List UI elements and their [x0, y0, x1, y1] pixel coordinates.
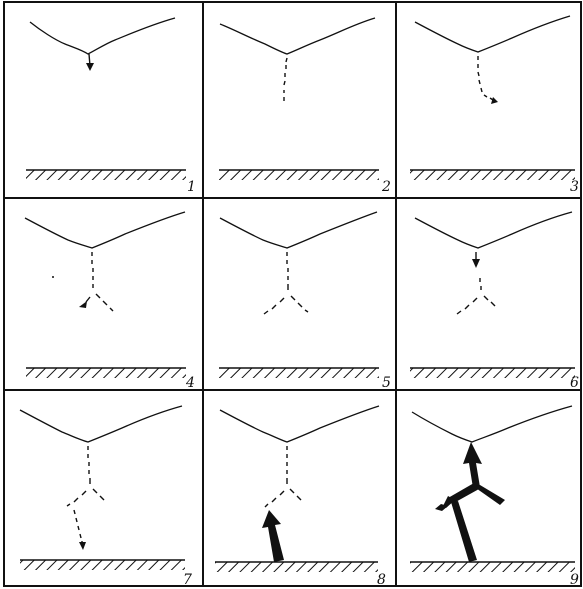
leader-path [86, 53, 94, 71]
leader-tip [472, 259, 480, 268]
cloud-base [219, 17, 376, 55]
ground-hatch [410, 562, 575, 572]
panel-8: 8 [215, 405, 386, 588]
return-stroke [435, 442, 505, 562]
panel-3: 3 [410, 15, 579, 195]
figure-frame [3, 1, 582, 587]
ground-hatch [410, 368, 575, 378]
cloud-base [219, 211, 378, 249]
leader-path [264, 446, 302, 508]
ground-hatch [219, 368, 379, 378]
panel-number-9: 9 [570, 572, 579, 588]
return-stroke [262, 510, 284, 562]
panel-4: 4 [24, 211, 195, 391]
panel-1: 1 [26, 17, 196, 195]
cloud-base [29, 17, 176, 55]
leader-path [85, 252, 114, 312]
leader-path [477, 56, 494, 101]
panel-number-1: 1 [187, 179, 196, 195]
panel-number-4: 4 [185, 375, 195, 391]
cloud-base [24, 211, 186, 249]
ground-hatch [219, 170, 379, 180]
leader-tip [79, 542, 86, 550]
cloud-base [414, 15, 571, 53]
ground-hatch [215, 562, 378, 572]
panel-7: 7 [19, 405, 192, 588]
leader-tip [79, 301, 87, 308]
panel-2: 2 [219, 17, 391, 195]
ground-hatch [26, 368, 186, 378]
cloud-base [414, 211, 573, 249]
panel-9: 9 [410, 405, 579, 588]
panel-number-6: 6 [570, 375, 579, 391]
panel-5: 5 [219, 211, 391, 391]
ground-hatch [26, 170, 186, 180]
cloud-base [219, 405, 380, 443]
speck [52, 276, 54, 278]
panel-6: 6 [410, 211, 579, 391]
cloud-base [411, 405, 573, 443]
cloud-base [19, 405, 183, 443]
leader-path [456, 252, 496, 315]
panel-number-3: 3 [570, 179, 579, 195]
leader-path [283, 57, 288, 101]
ground-hatch [410, 170, 575, 180]
panel-number-8: 8 [377, 572, 386, 588]
panel-number-7: 7 [183, 572, 192, 588]
leader-path [66, 446, 105, 544]
leader-path [263, 252, 309, 315]
ground-hatch [20, 560, 185, 570]
leader-tip [491, 97, 498, 104]
panel-number-5: 5 [382, 375, 391, 391]
panel-number-2: 2 [381, 179, 391, 195]
